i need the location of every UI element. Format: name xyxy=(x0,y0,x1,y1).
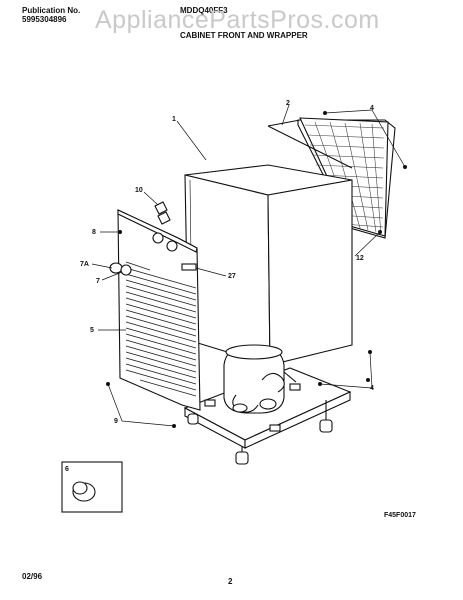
caster-wheels xyxy=(187,400,333,465)
publication-label: Publication No. xyxy=(22,6,81,15)
callout-8: 8 xyxy=(92,229,96,236)
leader-lines xyxy=(91,104,406,427)
model-number: MDDQ40FF3 xyxy=(180,6,228,15)
watermark: AppliancePartsPros.com xyxy=(95,6,380,34)
page-number: 2 xyxy=(228,577,233,586)
callout-10: 10 xyxy=(135,187,143,194)
front-cabinet-panel xyxy=(109,201,201,411)
publication-number: 5995304896 xyxy=(22,15,67,24)
cabinet-wrapper xyxy=(184,164,353,366)
screws xyxy=(106,111,407,428)
callout-2: 2 xyxy=(286,100,290,107)
callout-4-top: 4 xyxy=(370,105,374,112)
callout-4-bottom: 4 xyxy=(370,385,374,392)
callout-12: 12 xyxy=(356,255,364,262)
compressor xyxy=(223,344,297,414)
callout-7: 7 xyxy=(96,278,100,285)
callout-27: 27 xyxy=(228,273,236,280)
inset-part-6 xyxy=(61,461,123,513)
callout-7a: 7A xyxy=(80,261,89,268)
callout-1: 1 xyxy=(172,116,176,123)
callout-5: 5 xyxy=(90,327,94,334)
callout-6: 6 xyxy=(65,466,69,473)
footer-date: 02/96 xyxy=(22,572,43,581)
callout-9: 9 xyxy=(114,418,118,425)
section-title: CABINET FRONT AND WRAPPER xyxy=(180,31,308,40)
figure-id: F45F0017 xyxy=(384,512,416,519)
